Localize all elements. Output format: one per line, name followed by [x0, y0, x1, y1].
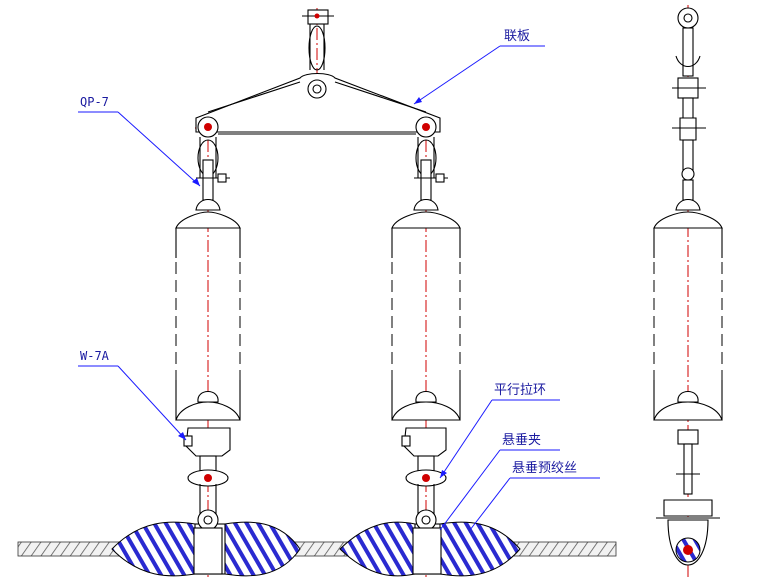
label-parallel-pull-ring: 平行拉环: [494, 383, 546, 398]
label-suspension-clamp: 悬垂夹: [502, 433, 541, 448]
top-shackle: [302, 9, 334, 71]
left-parallel-ring: [187, 469, 229, 515]
left-suspension-clamp: [193, 509, 223, 575]
left-w7a-socket: [183, 427, 231, 473]
label-qp7: QP-7: [80, 95, 109, 109]
label-w7a: W-7A: [80, 349, 110, 363]
link-plate: [195, 72, 441, 138]
left-upper-fittings: [195, 137, 230, 211]
right-insulator: [391, 211, 461, 421]
left-insulator: [175, 211, 241, 421]
right-upper-fittings: [413, 137, 448, 211]
right-parallel-ring: [405, 469, 447, 515]
side-view: [653, 7, 723, 566]
right-suspension-clamp: [412, 509, 442, 575]
label-preformed-armor: 悬垂预绞丝: [512, 460, 577, 476]
right-w7a-socket: [401, 427, 447, 473]
conductor: [17, 541, 617, 557]
label-link-plate: 联板: [504, 29, 530, 44]
leaders: [78, 45, 600, 531]
